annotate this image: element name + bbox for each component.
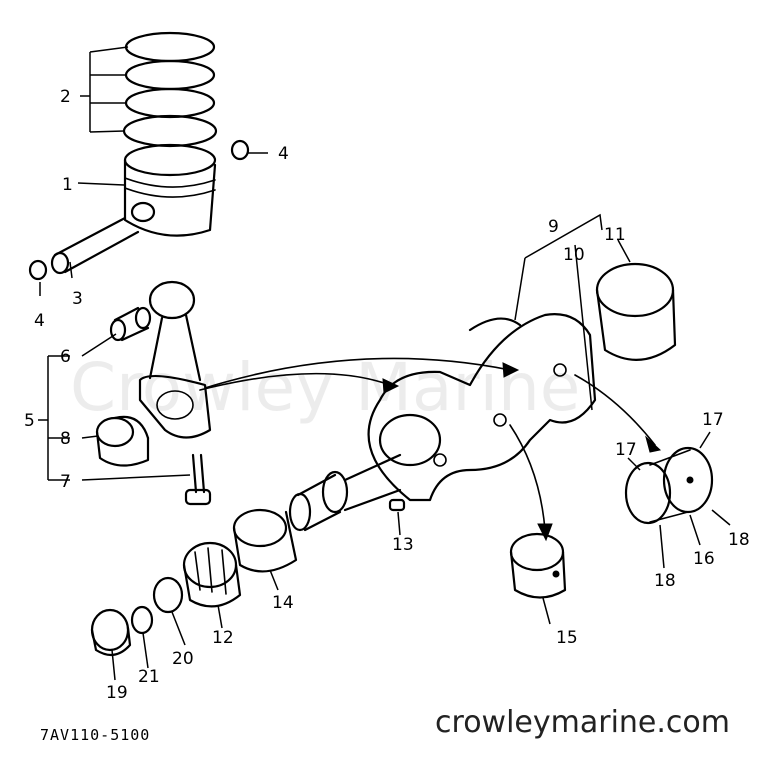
crankshaft xyxy=(288,313,597,532)
callout-6: 6 xyxy=(60,347,71,367)
callout-9: 9 xyxy=(548,217,559,237)
callout-18-left: 18 xyxy=(654,571,676,591)
big-end-bearing xyxy=(95,415,150,467)
callout-12: 12 xyxy=(212,628,234,648)
ring-21 xyxy=(130,605,154,635)
small-end-bearing xyxy=(109,306,152,342)
lower-main-bearing xyxy=(232,508,298,573)
washer-20 xyxy=(152,576,184,614)
callout-15: 15 xyxy=(556,628,578,648)
pin-clip-left xyxy=(28,259,48,281)
callout-2: 2 xyxy=(60,87,71,107)
site-watermark: crowleymarine.com xyxy=(435,705,730,740)
callout-8: 8 xyxy=(60,429,71,449)
callout-14: 14 xyxy=(272,593,294,613)
center-main-bearing xyxy=(509,532,567,599)
callout-18-right: 18 xyxy=(728,530,750,550)
end-bearing-19 xyxy=(90,608,132,657)
callout-7: 7 xyxy=(60,472,71,492)
callout-11: 11 xyxy=(604,225,626,245)
pin-clip-right xyxy=(230,139,250,161)
piston xyxy=(123,143,217,237)
callout-13: 13 xyxy=(392,535,414,555)
connecting-rod xyxy=(138,280,212,439)
piston-rings xyxy=(122,31,218,148)
bearing-16-set xyxy=(624,446,714,525)
callout-21: 21 xyxy=(138,667,160,687)
callout-labels: 2 1 4 3 4 6 5 8 7 9 10 11 13 14 15 12 20… xyxy=(24,87,750,703)
callout-17-right: 17 xyxy=(702,410,724,430)
woodruff-key xyxy=(388,498,406,512)
rod-bolt xyxy=(184,453,212,506)
callout-20: 20 xyxy=(172,649,194,669)
assembly-arrows xyxy=(199,357,662,542)
drive-gear xyxy=(182,541,242,608)
callout-1: 1 xyxy=(62,175,73,195)
callout-16: 16 xyxy=(693,549,715,569)
callout-5: 5 xyxy=(24,411,35,431)
callout-4-lower: 4 xyxy=(34,311,45,331)
main-bearing-top xyxy=(595,262,677,361)
callout-19: 19 xyxy=(106,683,128,703)
callout-4-upper: 4 xyxy=(278,144,289,164)
drawing-code: 7AV110-5100 xyxy=(40,726,151,744)
callout-3: 3 xyxy=(72,289,83,309)
callout-10: 10 xyxy=(563,245,585,265)
leader-lines xyxy=(38,46,731,681)
piston-pin xyxy=(50,216,140,275)
callout-17-left: 17 xyxy=(615,440,637,460)
